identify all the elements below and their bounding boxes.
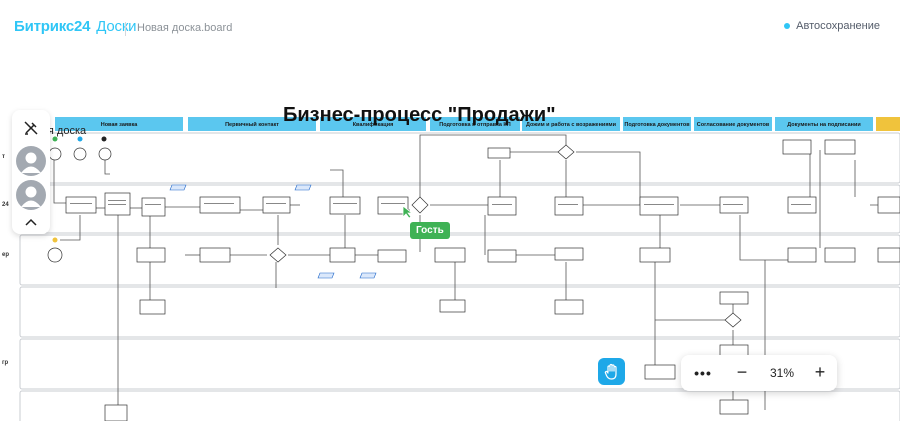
guest-label: Гость: [410, 222, 450, 239]
stage-label: Первичный контакт: [225, 121, 279, 128]
stage-label: Согласование документов: [697, 122, 770, 128]
document-name[interactable]: Новая доска.board: [137, 22, 233, 34]
stage-label: Дожим и работа с возражениями: [526, 121, 616, 128]
stage-headers: Новая заявка Первичный контакт Квалифика…: [55, 117, 900, 131]
small-text: [70, 200, 811, 205]
stage-label: Подготовка документов: [624, 122, 690, 128]
left-toolbar: [12, 110, 50, 234]
autosave-label: Автосохранение: [796, 20, 880, 32]
zoom-controls: ••• − 31% +: [681, 355, 837, 391]
board-canvas[interactable]: Новая заявка Первичный контакт Квалифика…: [0, 54, 900, 421]
lane-label: гр: [2, 360, 9, 366]
autosave-status: Автосохранение: [784, 20, 880, 32]
avatar[interactable]: [16, 180, 46, 210]
autosave-dot-icon: [784, 23, 791, 29]
chevron-up-icon[interactable]: [16, 208, 46, 236]
pen-off-icon[interactable]: [16, 114, 46, 142]
zoom-in-button[interactable]: +: [814, 361, 826, 382]
logo-brand: Битрикс: [14, 18, 74, 35]
zoom-level[interactable]: 31%: [769, 366, 795, 380]
logo-app-name: Доски: [96, 18, 137, 35]
zoom-out-button[interactable]: −: [736, 361, 748, 382]
lane-label: 24: [2, 202, 9, 208]
stage-label: Новая заявка: [101, 122, 138, 128]
tasks: [65, 139, 900, 421]
data-objects: [169, 184, 377, 279]
process-diagram[interactable]: Новая заявка Первичный контакт Квалифика…: [0, 54, 900, 421]
header: Битрикс24 Доски Новая доска.board Автосо…: [0, 0, 900, 54]
lane-label: ер: [2, 252, 10, 258]
app-logo[interactable]: Битрикс24 Доски: [14, 18, 137, 35]
avatar[interactable]: [16, 146, 46, 176]
more-options-button[interactable]: •••: [694, 365, 712, 381]
hand-icon[interactable]: [598, 358, 625, 385]
header-divider: [125, 22, 126, 36]
start-events: [47, 136, 112, 263]
board-title[interactable]: Бизнес-процесс "Продажи": [283, 104, 556, 126]
guest-cursor-icon: [402, 205, 414, 224]
lane-label: т: [2, 154, 5, 160]
logo-number: 24: [73, 18, 91, 35]
stage-label: Квалификация: [353, 121, 394, 128]
swimlanes: [19, 132, 900, 421]
stage-label: Подготовка и отправка КП: [439, 122, 511, 128]
stage-label: Документы на подписании: [787, 122, 860, 128]
gateways: [269, 144, 742, 328]
